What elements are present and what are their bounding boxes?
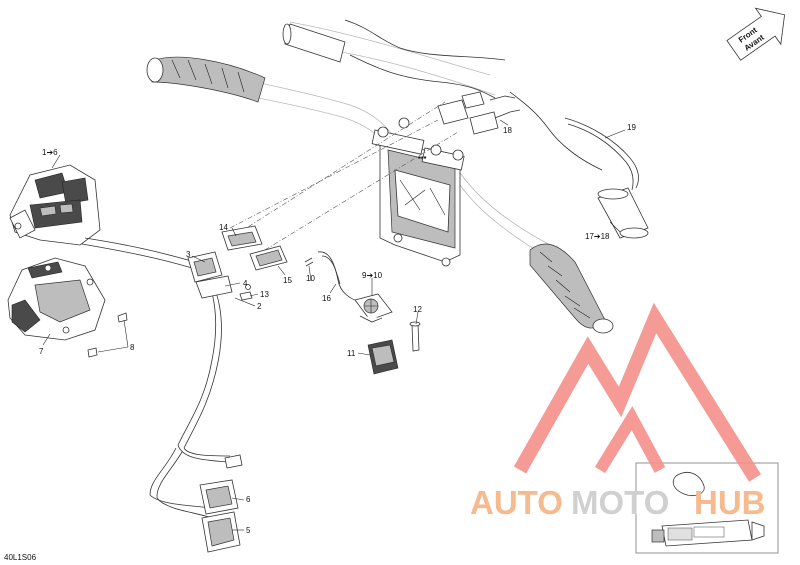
handlebar-riser: ▪▪▪ bbox=[371, 117, 465, 267]
front-direction-badge: Front Avant bbox=[726, 7, 786, 61]
callout-14: 14 bbox=[219, 223, 228, 232]
callout-9-10: 9➔10 bbox=[362, 271, 383, 280]
watermark-logo bbox=[513, 302, 761, 482]
leader-lines bbox=[42, 119, 707, 531]
callout-13: 13 bbox=[260, 290, 269, 299]
callout-12: 12 bbox=[413, 305, 422, 314]
callout-16: 16 bbox=[322, 294, 331, 303]
switch-cover bbox=[7, 257, 106, 341]
wire-16 bbox=[317, 251, 363, 303]
callout-3: 3 bbox=[186, 250, 191, 259]
watermark-triangle-icon bbox=[513, 302, 761, 482]
watermark-text: AUTO MOTO HUB bbox=[470, 484, 766, 521]
svg-text:▪▪▪: ▪▪▪ bbox=[418, 153, 427, 162]
left-grip bbox=[146, 56, 266, 103]
heated-grip-element bbox=[282, 19, 506, 99]
arrow-icon bbox=[726, 7, 786, 61]
switch-housing bbox=[9, 164, 101, 246]
drawing-code: 40L1S06 bbox=[4, 553, 37, 562]
callout-6: 6 bbox=[246, 495, 251, 504]
callout-1-6: 1➔6 bbox=[42, 148, 58, 157]
right-grip bbox=[529, 243, 614, 334]
screws-8 bbox=[87, 312, 128, 358]
terminal-10 bbox=[304, 257, 314, 267]
connectors-18 bbox=[437, 91, 521, 135]
callout-labels: 1➔6 2 3 4 5 6 7 8 9➔10 10 11 12 13 14 15… bbox=[39, 123, 718, 535]
watermark-auto: AUTO bbox=[470, 484, 563, 521]
callout-7: 7 bbox=[39, 347, 44, 356]
callout-8: 8 bbox=[130, 343, 135, 352]
watermark-moto: MOTO bbox=[571, 484, 669, 521]
connector-14 bbox=[221, 225, 263, 251]
connector-15 bbox=[249, 245, 288, 271]
callout-17-18: 17➔18 bbox=[585, 232, 610, 241]
callout-5: 5 bbox=[246, 526, 251, 535]
callout-15: 15 bbox=[283, 276, 292, 285]
callout-10: 10 bbox=[306, 274, 315, 283]
callout-4: 4 bbox=[243, 279, 248, 288]
heated-element-right bbox=[509, 91, 649, 239]
connector-5 bbox=[201, 511, 241, 553]
connector-6 bbox=[199, 479, 239, 515]
handlebar-outline bbox=[149, 21, 561, 263]
callout-18: 18 bbox=[503, 126, 512, 135]
wire-19 bbox=[564, 117, 639, 191]
callout-11: 11 bbox=[347, 349, 356, 358]
switch-9-10 bbox=[354, 293, 393, 323]
alignment-lines bbox=[229, 101, 459, 251]
connector-block-3 bbox=[187, 251, 253, 301]
knob-11 bbox=[367, 339, 399, 375]
callout-2: 2 bbox=[257, 302, 262, 311]
watermark-hub: HUB bbox=[694, 484, 766, 521]
callout-19: 19 bbox=[627, 123, 636, 132]
screw-12 bbox=[409, 321, 421, 352]
